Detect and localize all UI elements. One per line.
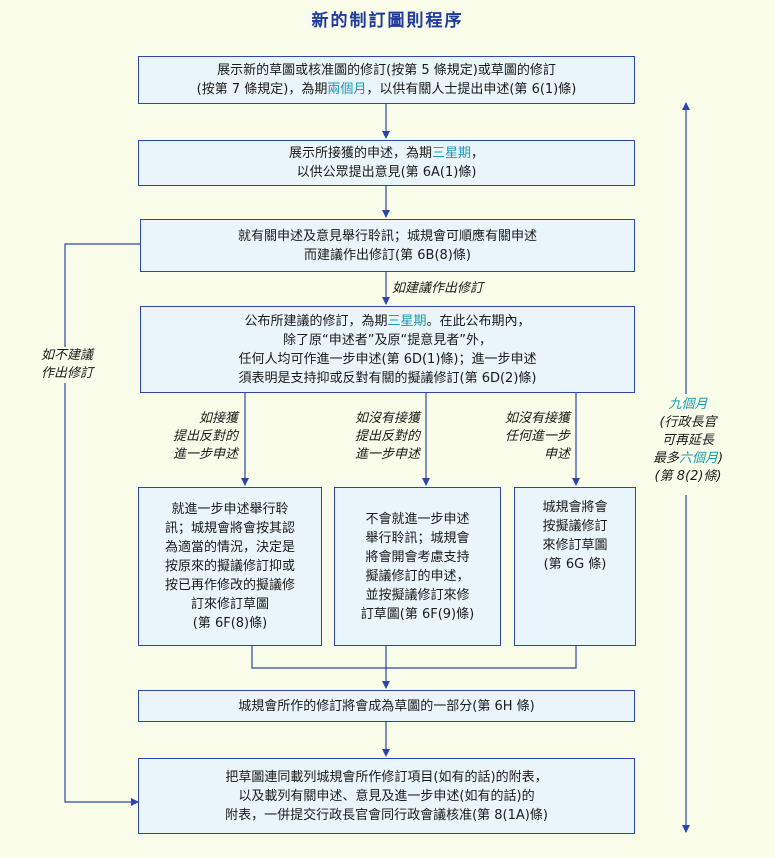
label-adverse-line1: 如接獲 bbox=[198, 411, 238, 426]
step-amend-directly: 城規會將會 按擬議修訂 來修訂草圖 (第 6G 條) bbox=[514, 487, 636, 646]
step-submit-line3: 附表，一併提交行政長官會同行政會議核准(第 8(1A)條) bbox=[225, 807, 548, 823]
step-further-hearing-line4: 按原來的擬議修訂抑或 bbox=[164, 559, 295, 574]
label-no-further-line3: 申述 bbox=[543, 447, 570, 462]
step-amendments-form-part-line1: 城規會所作的修訂將會成為草圖的一部分(第 6H 條) bbox=[238, 698, 535, 714]
label-no-further-line1: 如沒有接獲 bbox=[504, 411, 570, 426]
step-submit-line1: 把草圖連同載列城規會所作修訂項目(如有的話)的附表， bbox=[225, 769, 548, 785]
label-nine-months-line5: (第 8(2)條) bbox=[654, 469, 722, 484]
label-adverse-further: 如接獲 提出反對的 進一步申述 bbox=[142, 410, 238, 464]
step-exhibit-representations: 展示所接獲的申述，為期三星期， 以供公眾提出意見(第 6A(1)條) bbox=[138, 140, 635, 186]
step-hearing-line1: 就有關申述及意見舉行聆訊；城規會可順應有關申述 bbox=[237, 228, 537, 244]
label-no-amendment-line2: 作出修訂 bbox=[40, 366, 93, 381]
step-further-hearing-line7: (第 6F(8)條) bbox=[192, 616, 268, 631]
step-publish-line4: 須表明是支持抑或反對有關的擬議修訂(第 6D(2)條) bbox=[238, 370, 537, 386]
label-no-adverse-line3: 進一步申述 bbox=[354, 447, 420, 462]
step-no-hearing-line3: 將會開會考慮支持 bbox=[365, 549, 470, 565]
page-title: 新的制訂圖則程序 bbox=[311, 11, 464, 31]
step-exhibit-plan-line1: 展示新的草圖或核准圖的修訂(按第 5 條規定)或草圖的修訂 bbox=[217, 63, 556, 78]
label-no-further-line2: 任何進一步 bbox=[504, 429, 570, 444]
step-no-hearing-line2: 舉行聆訊；城規會 bbox=[365, 530, 470, 546]
step-hearing: 就有關申述及意見舉行聆訊；城規會可順應有關申述 而建議作出修訂(第 6B(8)條… bbox=[140, 219, 635, 272]
step-further-hearing-line6: 訂來修訂草圖 bbox=[190, 597, 269, 612]
label-no-amendment-line1: 如不建議 bbox=[40, 348, 93, 363]
step-no-hearing-line4: 擬議修訂的申述， bbox=[365, 568, 470, 584]
step-publish-line3: 任何人均可作進一步申述(第 6D(1)條)；進一步申述 bbox=[238, 351, 537, 367]
step-amendments-form-part: 城規會所作的修訂將會成為草圖的一部分(第 6H 條) bbox=[138, 690, 635, 722]
label-nine-months-line4: 最多六個月) bbox=[652, 451, 724, 466]
step-no-hearing-line6: 訂草圖(第 6F(9)條) bbox=[360, 606, 475, 622]
step-publish-line1: 公布所建議的修訂，為期三星期。在此公布期內， bbox=[244, 313, 531, 329]
label-no-adverse-line2: 提出反對的 bbox=[354, 429, 420, 444]
label-nine-months: 九個月 (行政長官 可再延長 最多六個月) (第 8(2)條) bbox=[640, 394, 736, 488]
step-further-hearing-line2: 訊；城規會將會按其認 bbox=[164, 521, 295, 536]
step-further-hearing: 就進一步申述舉行聆 訊；城規會將會按其認 為適當的情況，決定是 按原來的擬議修訂… bbox=[138, 487, 322, 646]
step-amend-directly-line2: 按擬議修訂 bbox=[542, 519, 608, 534]
label-no-further: 如沒有接獲 任何進一步 申述 bbox=[470, 410, 570, 464]
step-exhibit-representations-line1: 展示所接獲的申述，為期三星期， bbox=[288, 146, 485, 161]
label-no-amendment: 如不建議 作出修訂 bbox=[26, 347, 108, 383]
label-nine-months-line3: 可再延長 bbox=[661, 433, 714, 448]
step-amend-directly-line3: 來修訂草圖 bbox=[542, 538, 608, 553]
step-further-hearing-line1: 就進一步申述舉行聆 bbox=[171, 502, 289, 517]
merge-line bbox=[251, 646, 577, 669]
label-no-adverse-further: 如沒有接獲 提出反對的 進一步申述 bbox=[316, 410, 420, 464]
step-amend-directly-line4: (第 6G 條) bbox=[543, 557, 607, 572]
label-no-adverse-line1: 如沒有接獲 bbox=[354, 411, 420, 426]
step-exhibit-representations-line2: 以供公眾提出意見(第 6A(1)條) bbox=[296, 165, 477, 180]
step-exhibit-plan-line2: (按第 7 條規定)，為期兩個月，以供有關人士提出申述(第 6(1)條) bbox=[196, 82, 577, 97]
step-hearing-line2: 而建議作出修訂(第 6B(8)條) bbox=[304, 247, 471, 263]
step-publish-amendments: 公布所建議的修訂，為期三星期。在此公布期內， 除了原“申述者”及原“提意見者”外… bbox=[140, 306, 635, 393]
no-amend-line bbox=[64, 243, 140, 806]
label-adverse-line2: 提出反對的 bbox=[172, 429, 238, 444]
step-further-hearing-line5: 按已再作修改的擬議修 bbox=[164, 578, 295, 593]
label-nine-months-line2: (行政長官 bbox=[659, 415, 717, 430]
label-adverse-line3: 進一步申述 bbox=[172, 447, 238, 462]
step-amend-directly-line1: 城規會將會 bbox=[542, 500, 608, 515]
step-submit-line2: 以及載列有關申述、意見及進一步申述(如有的話)的 bbox=[238, 788, 535, 804]
step-no-hearing-line1: 不會就進一步申述 bbox=[365, 511, 470, 527]
step-publish-line2: 除了原“申述者”及原“提意見者”外， bbox=[283, 332, 492, 348]
step-further-hearing-line3: 為適當的情況，決定是 bbox=[164, 540, 295, 555]
step-no-hearing: 不會就進一步申述 舉行聆訊；城規會 將會開會考慮支持 擬議修訂的申述， 並按擬議… bbox=[334, 487, 501, 646]
label-propose-amendment: 如建議作出修訂 bbox=[392, 281, 484, 296]
step-exhibit-plan: 展示新的草圖或核准圖的修訂(按第 5 條規定)或草圖的修訂 (按第 7 條規定)… bbox=[138, 56, 635, 104]
label-nine-months-line1: 九個月 bbox=[668, 397, 708, 412]
step-no-hearing-line5: 並按擬議修訂來修 bbox=[365, 587, 470, 603]
step-submit-approval: 把草圖連同載列城規會所作修訂項目(如有的話)的附表， 以及載列有關申述、意見及進… bbox=[138, 758, 635, 834]
